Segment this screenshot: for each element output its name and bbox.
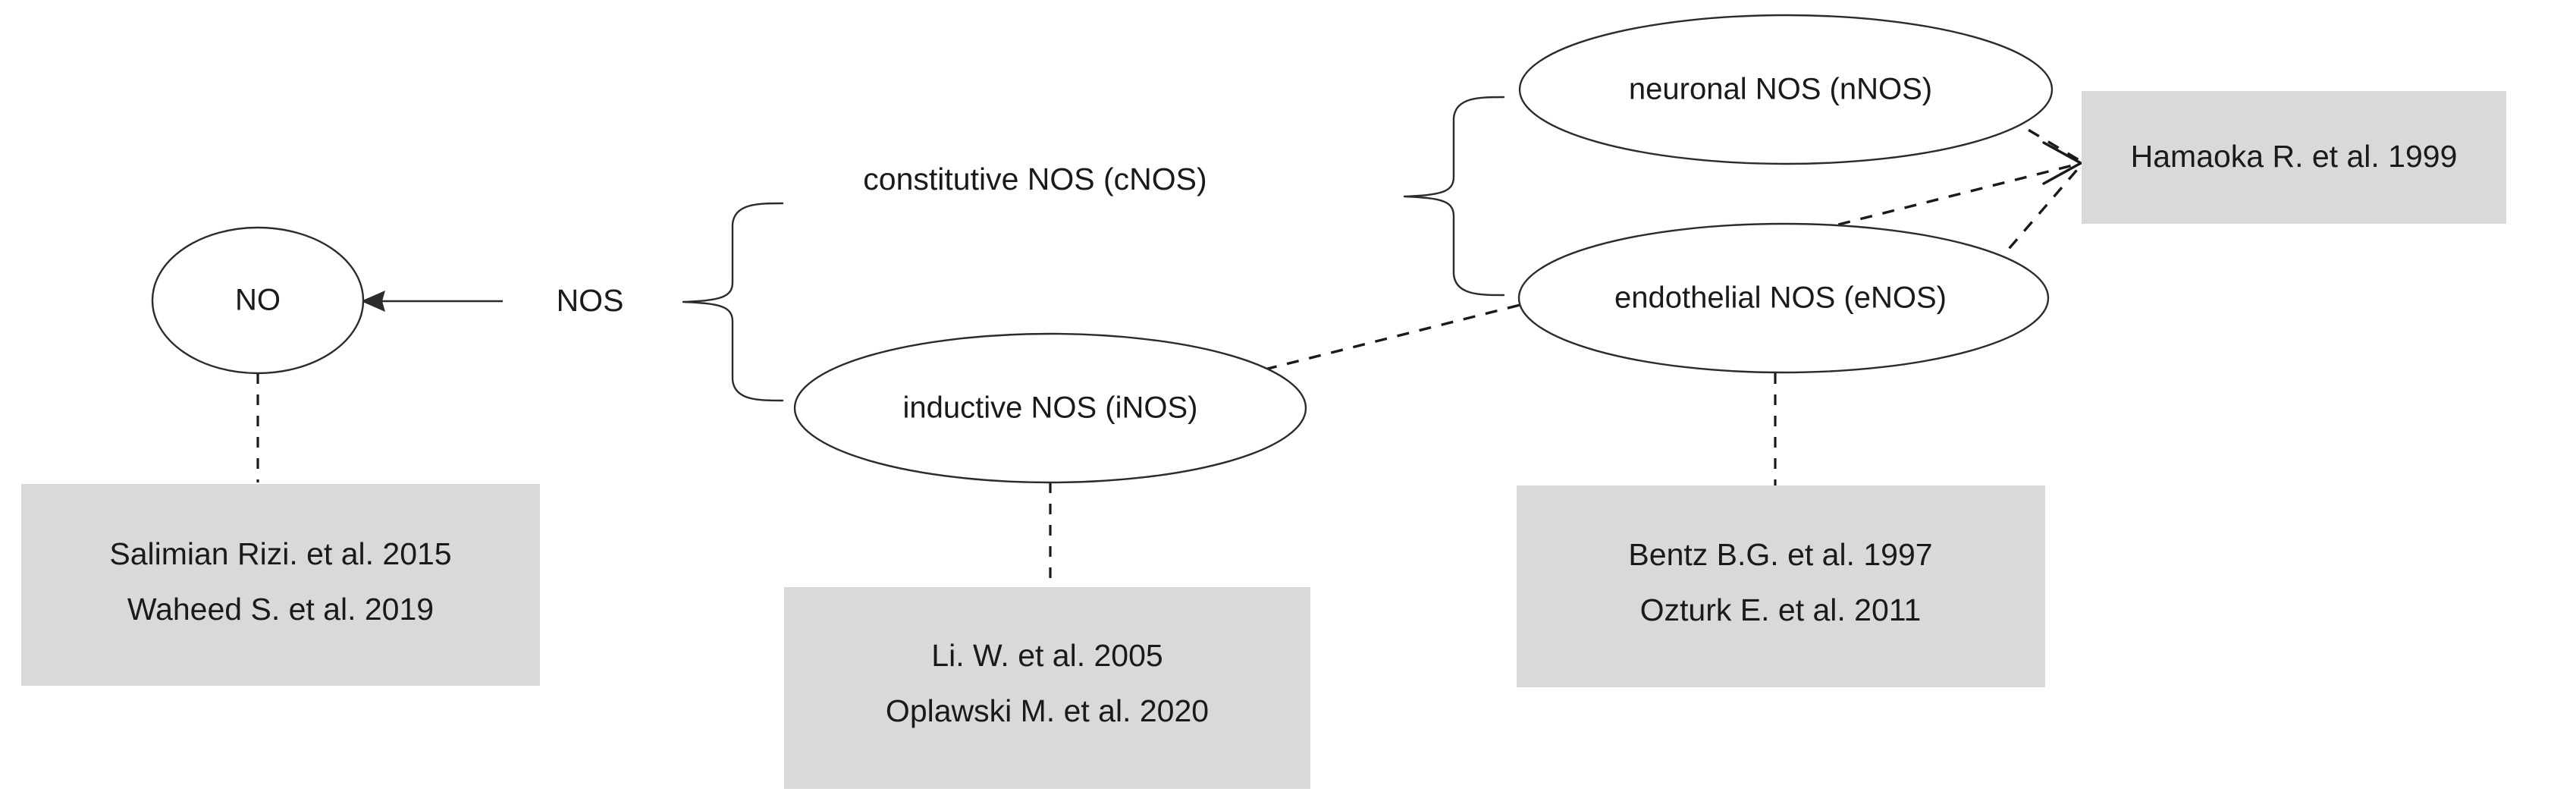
shared-refs-box[interactable] bbox=[2082, 91, 2506, 224]
node-enos[interactable]: endothelial NOS (eNOS) bbox=[1517, 222, 2050, 374]
inos-refs-box[interactable] bbox=[784, 587, 1310, 789]
brace-cnos-split bbox=[1403, 96, 1505, 297]
brace-right-icon bbox=[1403, 96, 1505, 297]
inos-label: inductive NOS (iNOS) bbox=[903, 391, 1198, 425]
arrowhead-left-icon bbox=[361, 291, 385, 312]
citation-box-no-refs[interactable]: Salimian Rizi. et al. 2015 Waheed S. et … bbox=[21, 484, 540, 686]
citation-box-enos-refs[interactable]: Bentz B.G. et al. 1997 Ozturk E. et al. … bbox=[1517, 485, 2045, 687]
enos-refs-line-1: Bentz B.G. et al. 1997 bbox=[1628, 537, 1932, 572]
citation-box-shared-refs[interactable]: Hamaoka R. et al. 1999 bbox=[2082, 91, 2506, 224]
nos-label: NOS bbox=[557, 283, 624, 318]
enos-ellipse[interactable] bbox=[1517, 222, 2050, 374]
no-ellipse[interactable] bbox=[151, 226, 365, 375]
cnos-label: constitutive NOS (cNOS) bbox=[863, 162, 1206, 196]
shared-refs-line-1: Hamaoka R. et al. 1999 bbox=[2131, 139, 2458, 174]
inos-ellipse[interactable] bbox=[793, 332, 1307, 484]
citation-box-inos-refs[interactable]: Li. W. et al. 2005 Oplawski M. et al. 20… bbox=[784, 587, 1310, 789]
connector-nos-to-no bbox=[359, 286, 503, 316]
inos-refs-line-1: Li. W. et al. 2005 bbox=[931, 638, 1162, 673]
inos-refs-line-2: Oplawski M. et al. 2020 bbox=[886, 693, 1209, 728]
connector-enos-to-hamaoka bbox=[1993, 163, 2083, 267]
enos-refs-line-2: Ozturk E. et al. 2011 bbox=[1640, 592, 1922, 627]
arrowhead-to-hamaoka-icon bbox=[2042, 141, 2082, 185]
brace-nos-split bbox=[682, 202, 784, 402]
no-refs-box[interactable] bbox=[21, 484, 540, 686]
dashed-leader-lines bbox=[256, 373, 1777, 587]
nnos-ellipse[interactable] bbox=[1518, 14, 2054, 165]
enos-refs-box[interactable] bbox=[1517, 485, 2045, 687]
brace-left-icon bbox=[682, 202, 784, 402]
node-no[interactable]: NO bbox=[151, 226, 365, 375]
node-inos[interactable]: inductive NOS (iNOS) bbox=[793, 332, 1307, 484]
no-refs-line-2: Waheed S. et al. 2019 bbox=[127, 592, 434, 627]
no-refs-line-1: Salimian Rizi. et al. 2015 bbox=[109, 536, 451, 571]
nnos-label: neuronal NOS (nNOS) bbox=[1629, 73, 1932, 106]
enos-label: endothelial NOS (eNOS) bbox=[1614, 281, 1947, 315]
no-label: NO bbox=[235, 284, 281, 317]
node-nnos[interactable]: neuronal NOS (nNOS) bbox=[1518, 14, 2054, 165]
